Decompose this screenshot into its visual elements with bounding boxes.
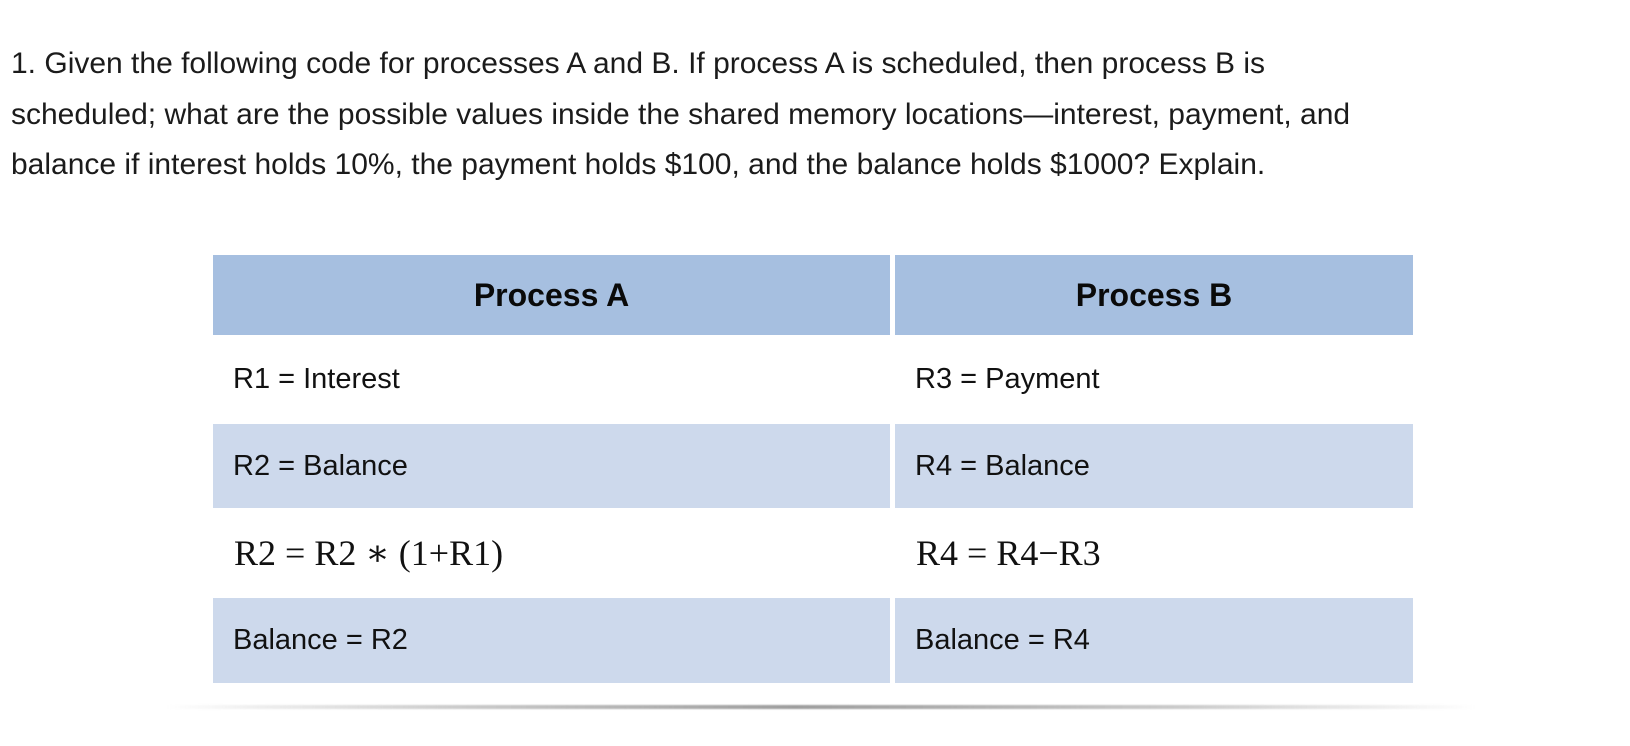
cell-process-a-step-3-formula: R2 = R2 ∗ (1+R1) (213, 508, 890, 598)
page-bottom-shadow (166, 705, 1476, 709)
table-header-process-b: Process B (895, 255, 1413, 335)
question-line-3: balance if interest holds 10%, the payme… (11, 148, 1266, 181)
cell-process-a-step-1: R1 = Interest (213, 335, 890, 424)
process-table: Process A Process B R1 = Interest R3 = P… (213, 255, 1413, 683)
cell-process-b-step-1: R3 = Payment (895, 335, 1413, 424)
table-header-process-a: Process A (213, 255, 890, 335)
question-line-2: scheduled; what are the possible values … (11, 97, 1351, 131)
cell-process-b-step-2: R4 = Balance (895, 424, 1413, 508)
cell-process-a-step-4: Balance = R2 (213, 598, 890, 683)
question-line-1: 1. Given the following code for processe… (11, 47, 1266, 80)
cell-process-a-step-2: R2 = Balance (213, 424, 890, 508)
cell-process-b-step-4: Balance = R4 (895, 598, 1413, 683)
cell-process-b-step-3-formula: R4 = R4−R3 (895, 508, 1413, 598)
question-text: 1. Given the following code for processe… (11, 39, 1611, 191)
